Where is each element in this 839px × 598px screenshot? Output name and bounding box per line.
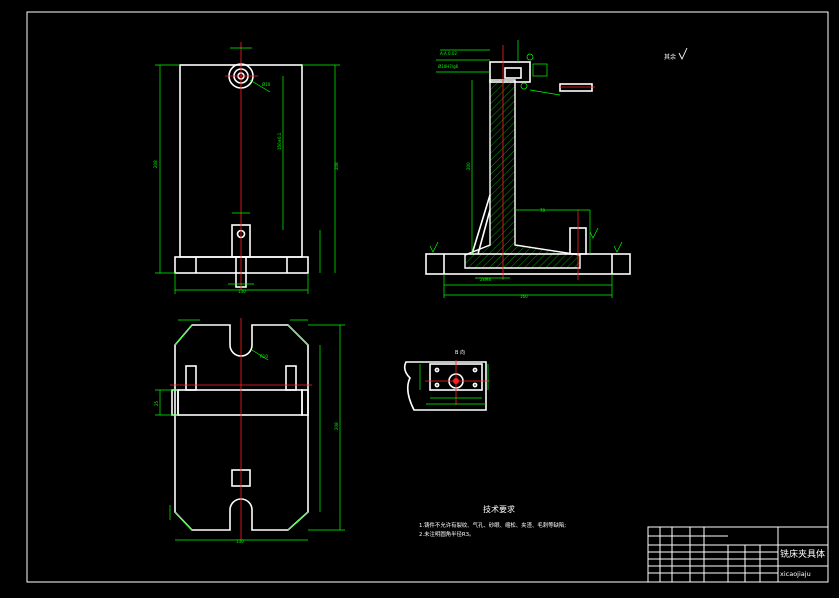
svg-text:70: 70: [540, 208, 546, 213]
svg-text:208: 208: [334, 162, 339, 170]
svg-text:130: 130: [236, 539, 244, 544]
title-cn: 铣床夹具体: [780, 548, 825, 560]
tech-req-title: 技术要求: [483, 504, 515, 514]
top-view: 208 130 25 R10: [154, 318, 345, 544]
svg-text:A-A 0.02: A-A 0.02: [440, 51, 457, 56]
svg-text:208: 208: [334, 422, 339, 430]
svg-text:25: 25: [154, 400, 159, 406]
title-block: 铣床夹具体 xicaojiaju: [647, 526, 829, 583]
svg-text:Ø10H7/g6: Ø10H7/g6: [438, 64, 459, 69]
tech-req-item-1: 1.铸件不允许有裂纹、气孔、砂眼、缩松、夹渣、毛刺等缺陷;: [419, 521, 566, 529]
b-view: B 向: [403, 349, 490, 411]
roughness-note: 其余: [664, 47, 688, 61]
svg-text:2xM8: 2xM8: [480, 277, 491, 282]
tech-requirements: 技术要求 1.铸件不允许有裂纹、气孔、砂眼、缩松、夹渣、毛刺等缺陷; 2.未注明…: [419, 504, 566, 538]
svg-text:200: 200: [466, 162, 471, 170]
svg-text:130: 130: [238, 289, 246, 294]
svg-text:160: 160: [520, 294, 528, 299]
front-view: 208 208 150±0.1 130 Ø10: [153, 42, 340, 294]
roughness-label: 其余: [664, 53, 676, 61]
tech-req-item-2: 2.未注明圆角半径R3。: [419, 530, 474, 538]
title-pinyin: xicaojiaju: [780, 570, 811, 578]
svg-text:208: 208: [153, 160, 158, 168]
svg-text:Ø10: Ø10: [262, 82, 271, 87]
view-label: B 向: [455, 349, 465, 356]
section-view: 160 70 200 A-A 0.02 Ø10H7/g6 2xM8: [425, 40, 631, 299]
roughness-symbol-icon: [678, 47, 688, 61]
drawing-frame: [26, 11, 829, 583]
svg-text:150±0.1: 150±0.1: [277, 132, 282, 150]
svg-text:R10: R10: [260, 354, 268, 359]
